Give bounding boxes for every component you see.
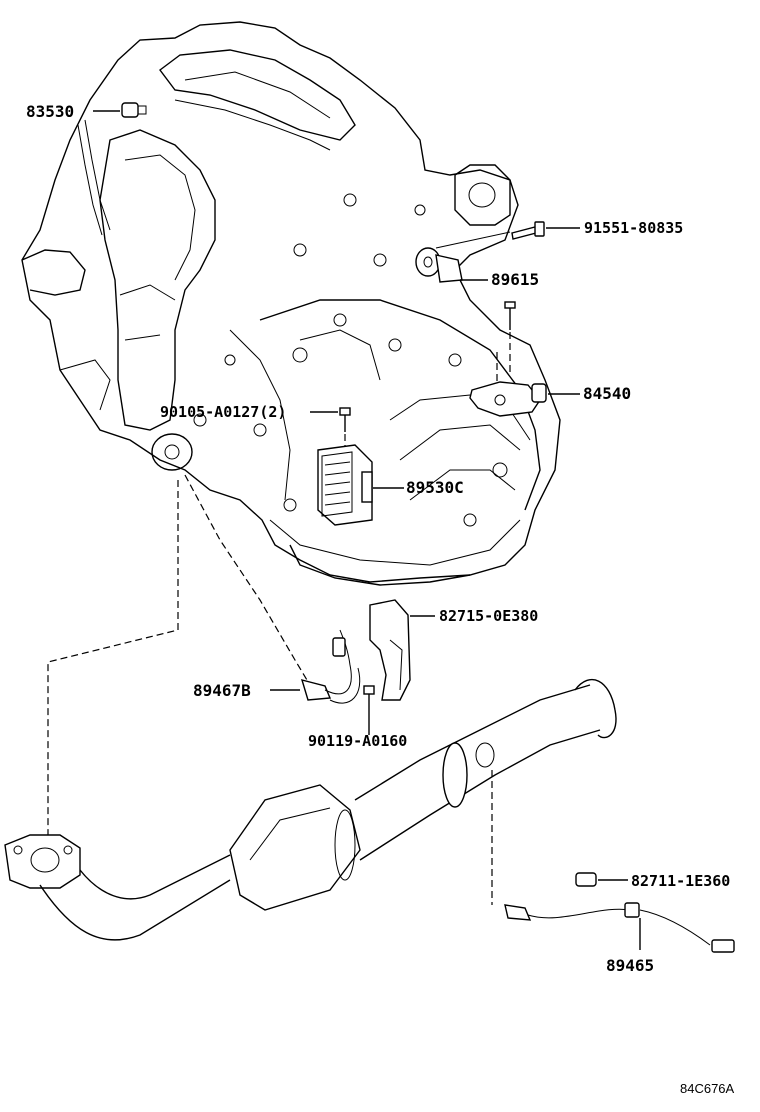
bolt-91551-80835: 91551-80835 bbox=[511, 219, 683, 240]
exhaust-pipe-assembly bbox=[4, 480, 617, 941]
knock-sensor-89615: 89615 bbox=[415, 231, 539, 289]
bracket-82715-0E380: 82715-0E380 bbox=[369, 599, 538, 701]
label-90105-A0127[interactable]: 90105-A0127(2) bbox=[160, 403, 286, 421]
label-89530C[interactable]: 89530C bbox=[406, 478, 464, 497]
label-89467B[interactable]: 89467B bbox=[193, 681, 251, 700]
label-89615[interactable]: 89615 bbox=[491, 270, 539, 289]
label-84540[interactable]: 84540 bbox=[583, 384, 631, 403]
diagram-code: 84C676A bbox=[680, 1081, 735, 1096]
label-82715-0E380[interactable]: 82715-0E380 bbox=[439, 607, 538, 625]
engine-assembly bbox=[21, 21, 561, 586]
ecu-89530C: 89530C bbox=[317, 444, 464, 526]
oil-pressure-switch-83530: 83530 bbox=[26, 102, 147, 121]
label-83530[interactable]: 83530 bbox=[26, 102, 74, 121]
clamp-82711-1E360: 82711-1E360 bbox=[575, 872, 730, 890]
label-89465[interactable]: 89465 bbox=[606, 956, 654, 975]
oxygen-sensor-89465: 89465 bbox=[491, 770, 735, 975]
label-90119-A0160[interactable]: 90119-A0160 bbox=[308, 732, 407, 750]
af-sensor-89467B: 89467B bbox=[184, 474, 361, 704]
bolt-90105-A0127: 90105-A0127(2) bbox=[160, 403, 351, 450]
label-82711-1E360[interactable]: 82711-1E360 bbox=[631, 872, 730, 890]
label-91551-80835[interactable]: 91551-80835 bbox=[584, 219, 683, 237]
park-neutral-switch-84540: 84540 bbox=[469, 301, 631, 417]
bolt-90119-A0160: 90119-A0160 bbox=[308, 685, 407, 750]
